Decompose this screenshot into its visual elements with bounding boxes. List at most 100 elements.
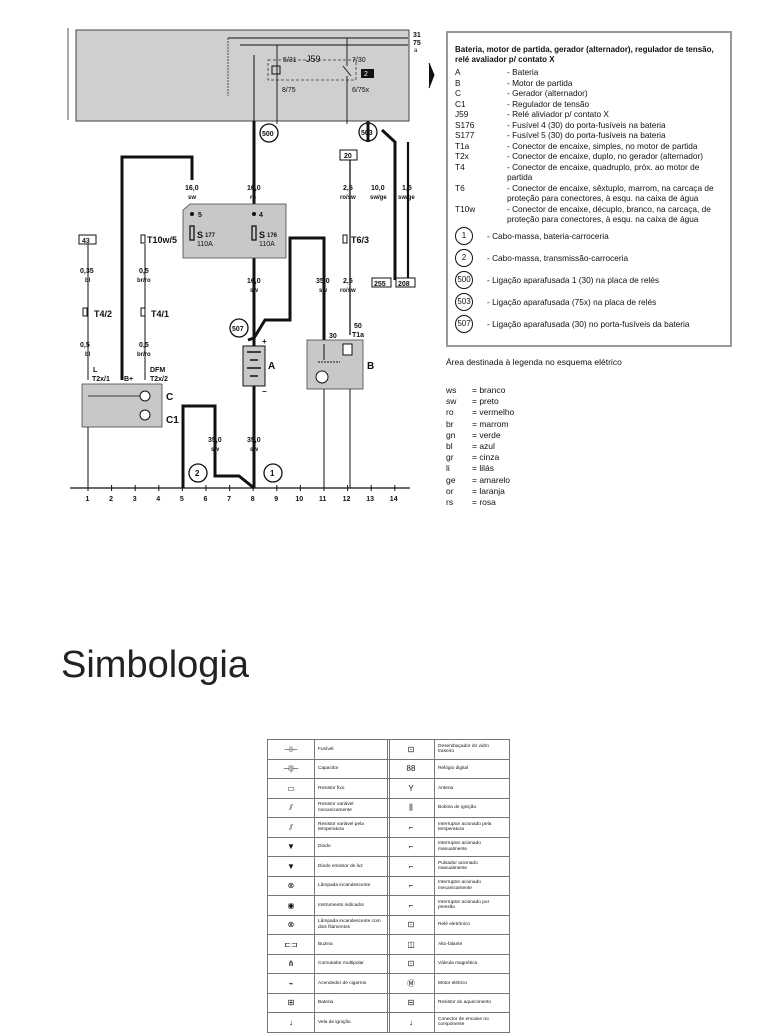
legend-item: C- Gerador (alternador) (455, 88, 724, 99)
symbol-label: Bateria (314, 992, 390, 1013)
relay-pin-6-75x: 6/75x (352, 87, 370, 94)
symbol-row: ⌐Interruptor acionado mecanicamente (387, 875, 510, 896)
legend-code: T4 (455, 161, 465, 172)
symbol-label: Interruptor acionado por pressão (434, 895, 510, 916)
symbol-row: ⫽Resistor variável mecanicamente (267, 797, 390, 818)
circle-marker: 500 (455, 270, 473, 289)
legend-code: S176 (455, 119, 475, 130)
color-name: = branco (472, 385, 506, 395)
color-code: bl (446, 441, 453, 452)
spark-plug-icon: ↓ (267, 1012, 315, 1033)
symbol-label: Fusível (314, 739, 390, 760)
alternator-c (81, 383, 163, 428)
color-name: = amarelo (472, 474, 511, 485)
legend-circle-desc: - Ligação aparafusada (30) no porta-fusí… (487, 318, 690, 329)
color-name: = rosa (472, 497, 496, 508)
lamp-icon: ⊗ (267, 875, 315, 896)
starter-b (306, 339, 364, 390)
fuse-20: 20 (344, 153, 352, 160)
symbol-label: Buzina (314, 934, 390, 955)
symbol-row: ⌐Pulsador acionado manualmente (387, 856, 510, 877)
manual-switch-icon: ⌐ (387, 836, 435, 857)
symbol-row: ⊣⊢Fusível (267, 739, 390, 760)
fuse-holder (182, 203, 287, 259)
conn-t10w5: T10w/5 (147, 235, 177, 245)
label-l: L (93, 367, 98, 374)
scale-label: 13 (366, 496, 374, 503)
wire-label-10-size: 16,0 (247, 278, 261, 285)
conn-t42: T4/2 (94, 309, 112, 319)
conn-t2x2: T2x/2 (150, 376, 168, 383)
circle-marker: 1 (455, 226, 473, 245)
legend-item: T1a- Conector de encaixe, simples, no mo… (455, 141, 724, 152)
term-a: a (414, 48, 418, 54)
symbol-label: Resistor de aquecimento (434, 992, 510, 1013)
wire-label-6-color: bl (85, 278, 91, 284)
symbol-label: Diodo emissor de luz (314, 856, 390, 877)
battery-minus: − (262, 387, 267, 396)
legend-circle-item: 507 - Ligação aparafusada (30) no porta-f… (455, 313, 724, 335)
color-code: gr (446, 452, 454, 463)
relay-pin-5-31: 5/31 (283, 57, 297, 64)
circle-marker: 507 (455, 314, 473, 333)
legend-desc: - Motor de partida (507, 77, 573, 88)
conn-t63: T6/3 (351, 235, 369, 245)
symbol-label: Interruptor acionado manualmente (434, 836, 510, 857)
label-c1: C1 (166, 415, 179, 426)
push-button-icon: ⌐ (387, 856, 435, 877)
color-code: ge (446, 474, 456, 485)
horn-icon: ⊏⊐ (267, 934, 315, 955)
gauge-icon: ◉ (267, 895, 315, 916)
solenoid-valve-icon: ⊡ (387, 953, 435, 974)
symbol-row: ⊡Desembaçador do vidro traseiro (387, 739, 510, 760)
label-bplus: B+ (124, 376, 133, 383)
symbol-row: ⫽Resistor variável pela temperatura (267, 817, 390, 838)
legend-box: Bateria, motor de partida, gerador (alte… (446, 31, 732, 347)
wire-label-8-size: 0,5 (80, 342, 90, 349)
scale-label: 12 (343, 496, 351, 503)
symbols-table-left: ⊣⊢Fusível⊣|⊢Capacitor▭Resistor fixo⫽Resi… (267, 739, 390, 1033)
legend-code: T6 (455, 182, 465, 193)
wiring-diagram: 31 75 a 2 5/31 J59 7/30 8/75 6/75x 500 5… (67, 28, 435, 503)
legend-item: B - Motor de partida (455, 78, 724, 89)
fuse-pin-5: 5 (198, 212, 202, 219)
symbol-label: Lâmpada incandescente com dois filamento… (314, 914, 390, 935)
symbol-label: Motor elétrico (434, 973, 510, 994)
legend-code: J59 (455, 109, 469, 119)
legend-desc: - Fusível 5 (30) do porta-fusíveis na ba… (507, 130, 666, 140)
legend-item: C1- Regulador de tensão (455, 99, 724, 110)
symbol-row: ⊟Resistor de aquecimento (387, 992, 510, 1013)
fuse-s176-amp: 110A (259, 241, 275, 248)
symbol-row: ⊏⊐Buzina (267, 934, 390, 955)
color-row: gr= cinza (446, 452, 514, 463)
starter-pin-30: 30 (329, 333, 337, 340)
wire-label-7-size: 0,5 (139, 268, 149, 275)
starter-pin-50: 50 (354, 323, 362, 330)
wire-label-8-color: bl (85, 352, 91, 358)
legend-code: B (455, 77, 461, 88)
relay-pin-7-30: 7/30 (352, 57, 366, 64)
legend-circle-item: 500- Ligação aparafusada 1 (30) na placa… (455, 269, 724, 291)
legend-code: C (455, 88, 461, 98)
relay-panel (75, 29, 410, 122)
symbol-row: ◫Alto-falante (387, 934, 510, 955)
circle-marker: 2 (455, 248, 473, 267)
thermistor-icon: ⫽ (267, 817, 315, 838)
scale-label: 10 (295, 496, 303, 503)
symbol-label: Antena (434, 778, 510, 799)
fuse-s177-sub: 177 (205, 233, 216, 239)
symbol-label: Válvula magnética (434, 953, 510, 974)
symbol-label: Resistor fixo (314, 778, 390, 799)
legend-title: Bateria, motor de partida, gerador (alte… (455, 45, 714, 64)
legend-desc: - Bateria (507, 67, 539, 77)
legend-desc: - Fusível 4 (30) do porta-fusíveis na ba… (507, 119, 666, 130)
symbol-label: Resistor variável pela temperatura (314, 817, 390, 838)
color-row: rs= rosa (446, 497, 514, 508)
wire-label-9-size: 0,5 (139, 342, 149, 349)
area-note: Área destinada à legenda no esquema elét… (446, 357, 622, 367)
relay-j59 (267, 59, 357, 81)
